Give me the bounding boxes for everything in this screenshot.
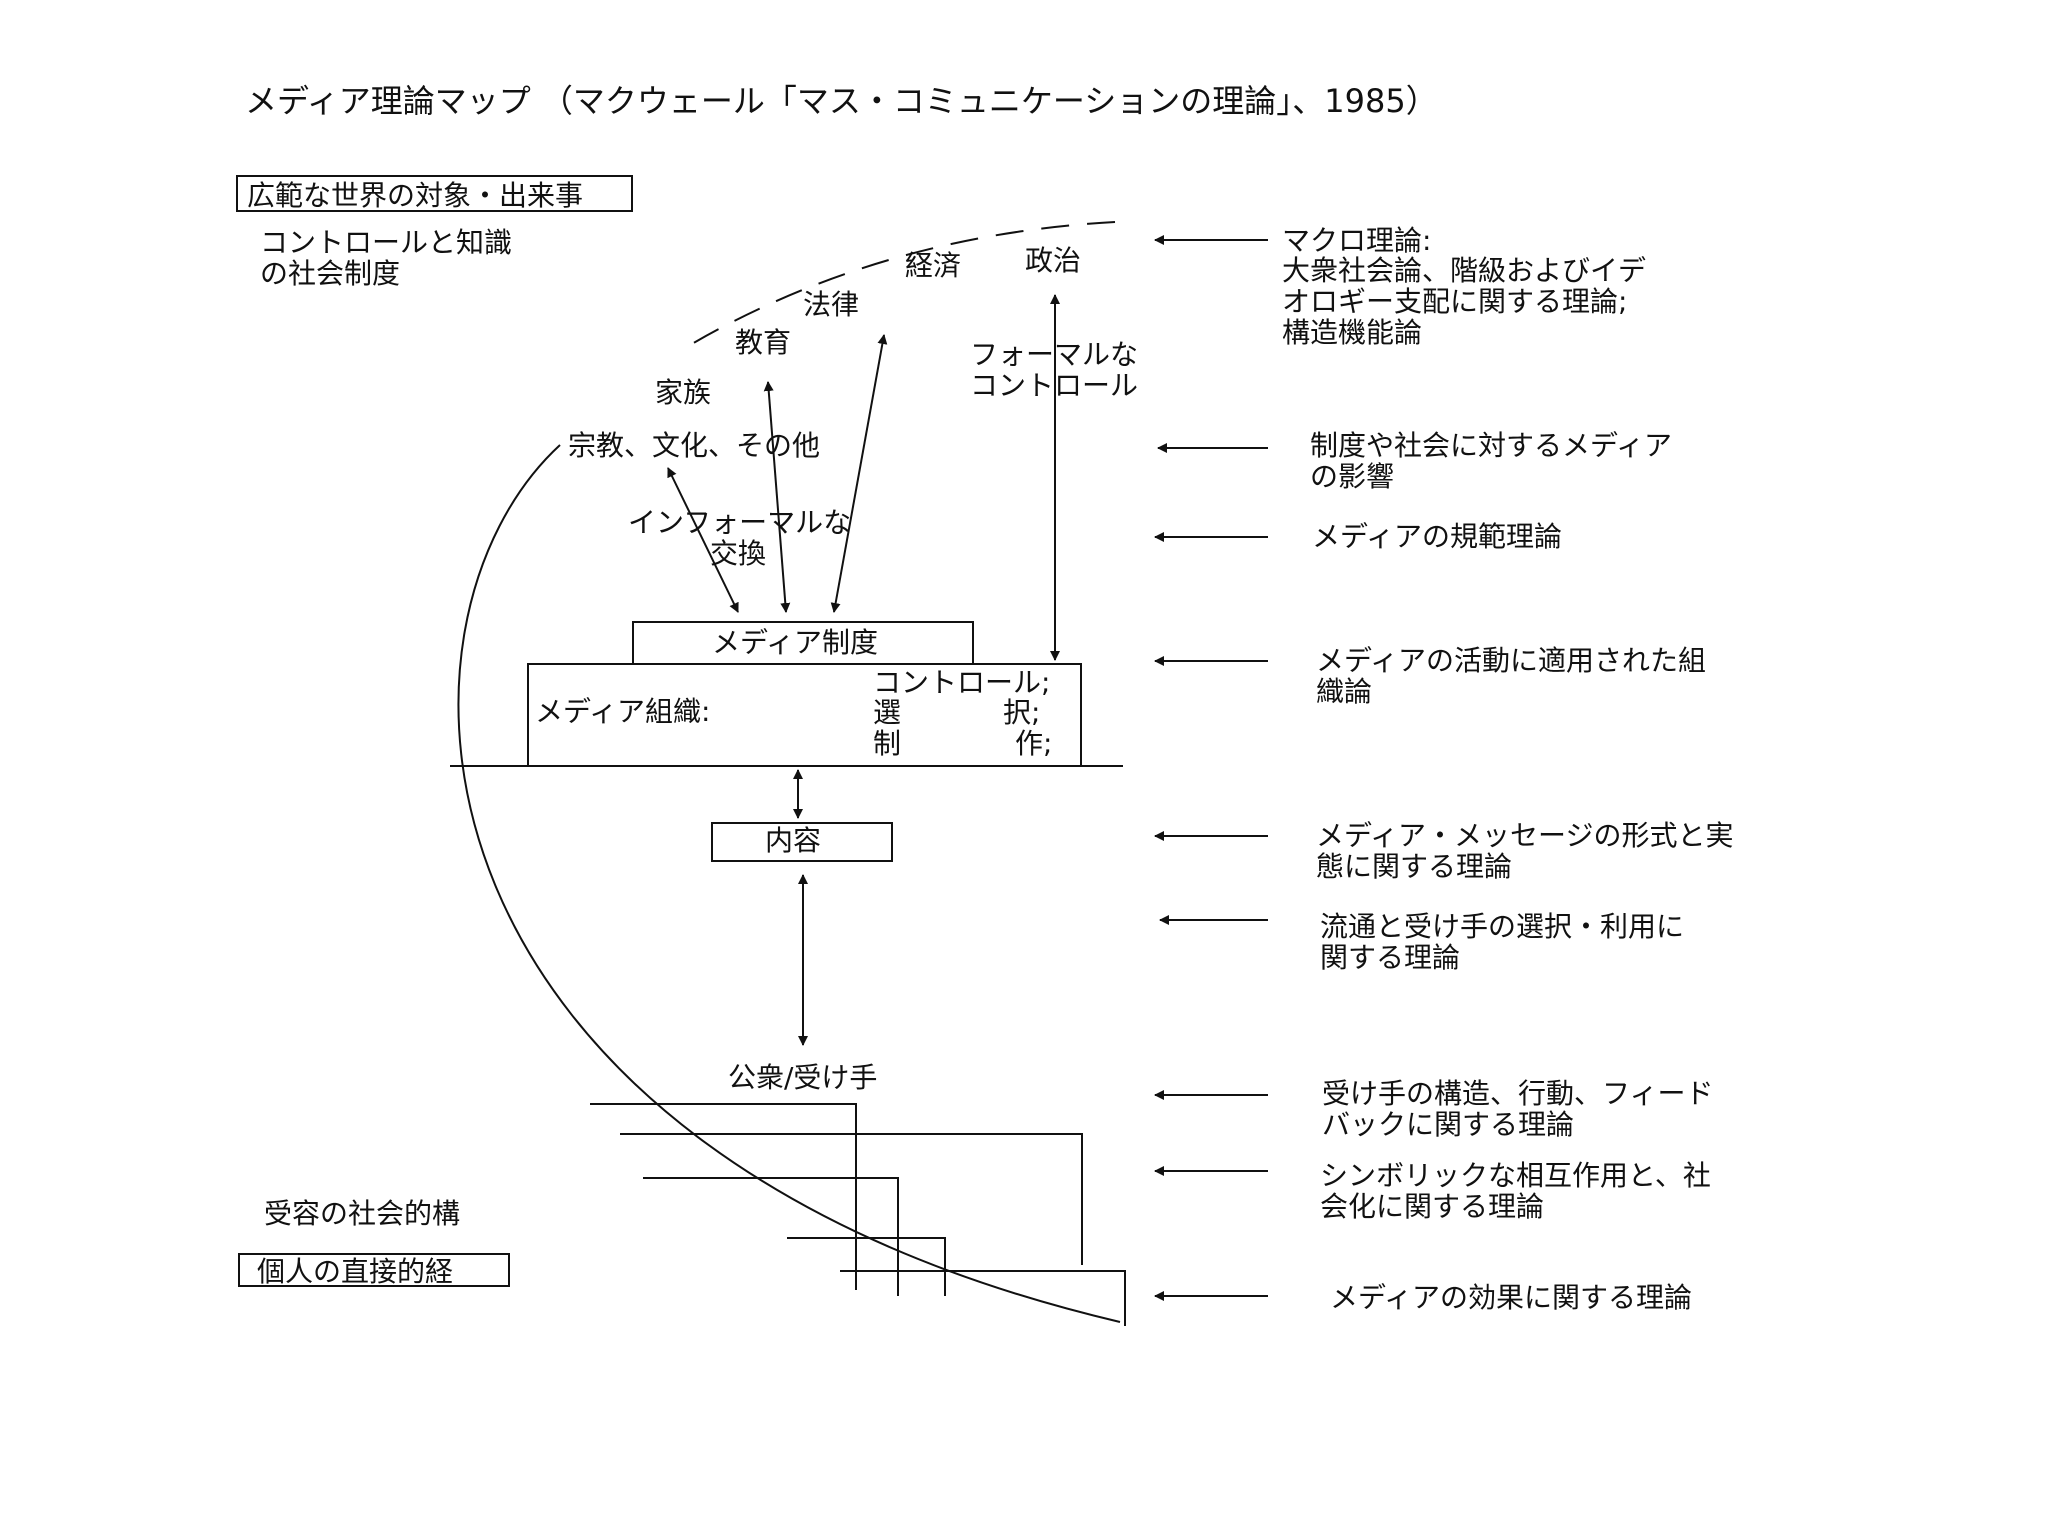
- theory-organization-line-1: メディアの活動に適用された組: [1316, 644, 1706, 677]
- audience-structure-line: [590, 1103, 857, 1290]
- institution-religion-culture: 宗教、文化、その他: [568, 429, 820, 462]
- theory-message-line-1: メディア・メッセージの形式と実: [1316, 819, 1733, 852]
- arrow-law-media: [830, 334, 888, 613]
- control-knowledge-label-2: の社会制度: [260, 257, 400, 290]
- theory-influence-line-1: 制度や社会に対するメディア: [1310, 429, 1672, 462]
- theory-influence-line-2: の影響: [1310, 460, 1394, 493]
- theory-symbolic-line-2: 会化に関する理論: [1320, 1190, 1544, 1223]
- media-effects-line: [840, 1270, 1126, 1326]
- arrow-education-media: [763, 381, 791, 613]
- institution-economy: 経済: [905, 249, 961, 282]
- media-org-control: コントロール;: [873, 666, 1050, 699]
- informal-exchange-label-2: 交換: [710, 537, 766, 570]
- theory-effects: メディアの効果に関する理論: [1330, 1281, 1692, 1314]
- media-org-label: メディア組織:: [535, 695, 710, 728]
- society-arc: [457, 444, 1121, 1323]
- theory-macro-line-3: オロギー支配に関する理論;: [1282, 285, 1627, 318]
- institutions-arc-dashed: [689, 221, 1116, 346]
- world-events-label: 広範な世界の対象・出来事: [247, 179, 583, 212]
- direct-experience-box: [238, 1253, 510, 1287]
- theory-symbolic-line-1: シンボリックな相互作用と、社: [1320, 1159, 1711, 1192]
- public-audience-label: 公衆/受け手: [728, 1061, 877, 1094]
- content-box: [711, 822, 893, 862]
- direct-experience-label: 個人の直接的経: [257, 1255, 453, 1288]
- institution-law: 法律: [803, 288, 859, 321]
- content-label: 内容: [765, 824, 821, 857]
- theory-distribution-line-1: 流通と受け手の選択・利用に: [1320, 910, 1684, 943]
- arrow-religion-media: [667, 467, 739, 613]
- media-org-selection-2: 択;: [1003, 696, 1040, 729]
- media-institution-box: [632, 621, 974, 665]
- control-knowledge-label-1: コントロールと知識: [260, 226, 512, 259]
- theory-organization-line-2: 織論: [1316, 675, 1372, 708]
- theory-message-line-2: 態に関する理論: [1316, 850, 1512, 883]
- informal-exchange-label-1: インフォーマルな: [628, 506, 851, 539]
- institution-politics: 政治: [1025, 244, 1081, 277]
- reception-structure-label: 受容の社会的構: [264, 1197, 460, 1230]
- institution-education: 教育: [735, 326, 791, 359]
- institution-family: 家族: [655, 376, 711, 409]
- diagram-title: メディア理論マップ （マクウェール「マス・コミュニケーションの理論」、1985）: [245, 82, 1438, 120]
- media-institution-label: メディア制度: [712, 626, 878, 659]
- media-org-production-2: 作;: [1015, 727, 1052, 760]
- theory-normative: メディアの規範理論: [1312, 520, 1562, 553]
- symbolic-interaction-line: [643, 1177, 899, 1296]
- theory-audience-line-1: 受け手の構造、行動、フィード: [1322, 1077, 1713, 1110]
- socialization-line: [787, 1237, 946, 1296]
- media-org-selection-1: 選: [873, 696, 901, 729]
- world-events-box: [236, 175, 633, 212]
- theory-macro-line-4: 構造機能論: [1282, 316, 1422, 349]
- media-organization-box: [527, 663, 1082, 767]
- theory-audience-line-2: バックに関する理論: [1322, 1108, 1574, 1141]
- theory-distribution-line-2: 関する理論: [1320, 941, 1460, 974]
- media-org-production-1: 制: [873, 727, 901, 760]
- theory-macro-line-1: マクロ理論:: [1282, 224, 1431, 257]
- theory-macro-line-2: 大衆社会論、階級およびイデ: [1282, 254, 1646, 287]
- audience-behavior-line: [620, 1133, 1083, 1265]
